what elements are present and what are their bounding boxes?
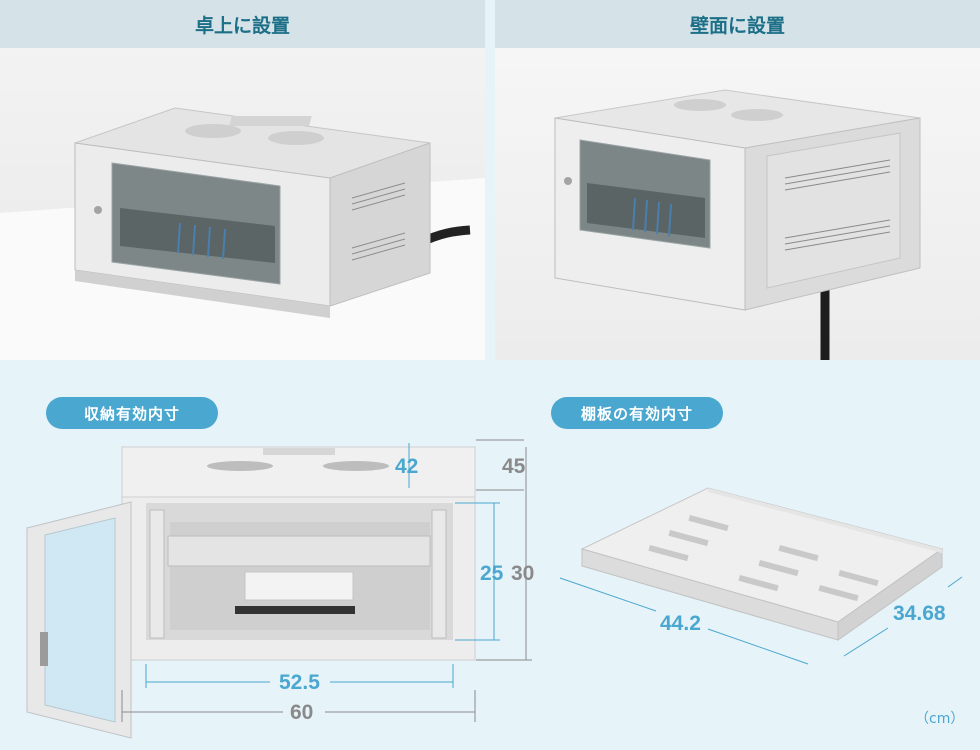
dim-shelf-width: 44.2 (660, 612, 701, 635)
header-desk: 卓上に設置 (0, 0, 485, 48)
dim-width-inner: 52.5 (279, 671, 320, 694)
unit-label: （cm） (915, 711, 965, 727)
photo-desk-cabinet (0, 48, 485, 360)
dim-depth-inner: 42 (395, 455, 419, 478)
storage-dimensions-label: 収納有効内寸 (46, 397, 218, 429)
photo-wall-cabinet (495, 48, 980, 360)
dim-depth-outer: 45 (502, 455, 526, 478)
dim-height-outer: 30 (511, 562, 535, 585)
dim-width-outer: 60 (290, 701, 314, 724)
dim-shelf-depth: 34.68 (893, 602, 946, 625)
shelf-dimensions-label: 棚板の有効内寸 (551, 397, 723, 429)
dim-height-inner: 25 (480, 562, 504, 585)
header-wall: 壁面に設置 (495, 0, 980, 48)
